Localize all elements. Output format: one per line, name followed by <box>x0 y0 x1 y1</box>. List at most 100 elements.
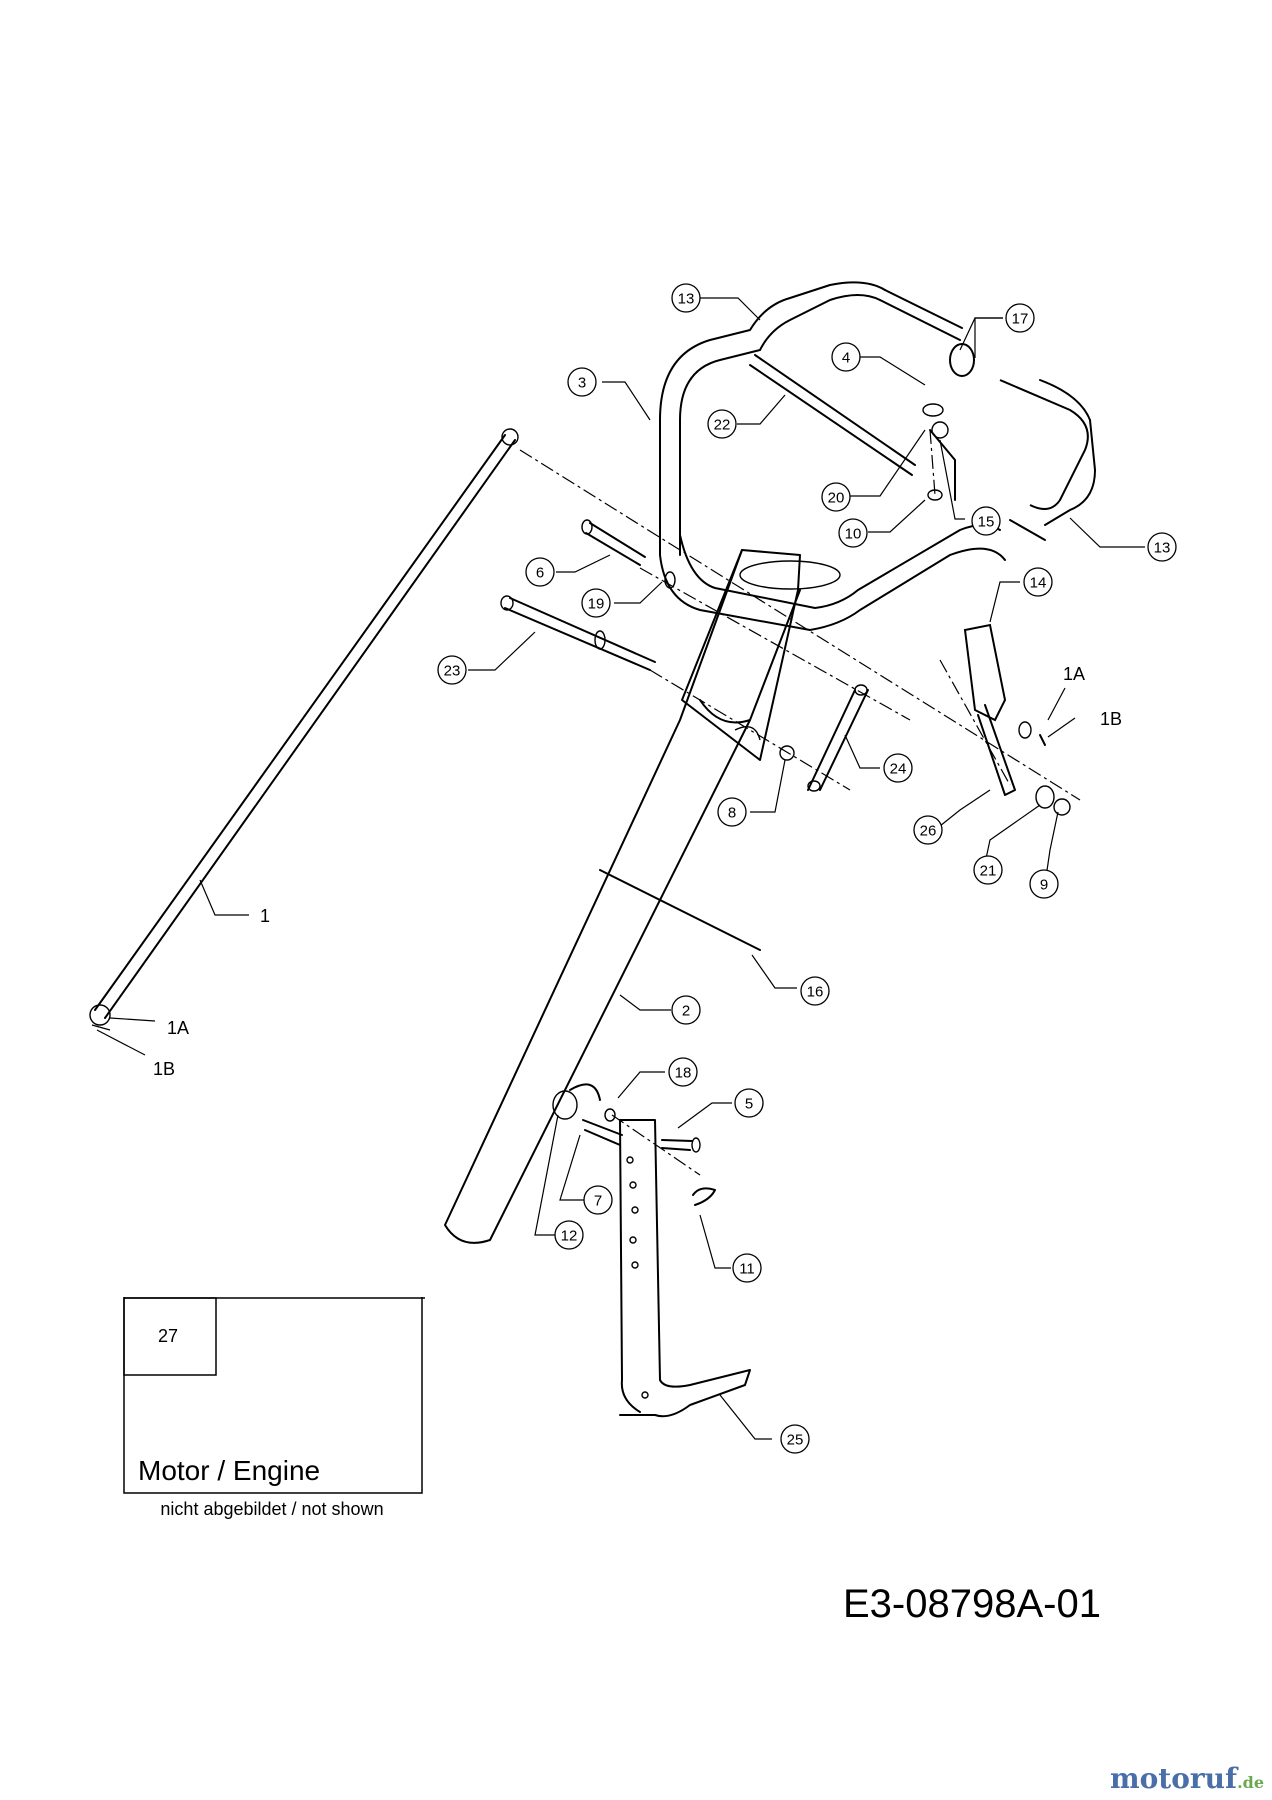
callout-number: 25 <box>787 1432 804 1449</box>
callout-5: 5 <box>734 1088 764 1118</box>
callout-21: 21 <box>973 855 1003 885</box>
plain-label-1a-left: 1A <box>167 1018 189 1038</box>
callout-circle <box>1029 869 1059 899</box>
callout-circle <box>437 655 467 685</box>
callout-number: 12 <box>561 1228 578 1245</box>
stand-part <box>552 1083 751 1418</box>
callout-circle <box>913 815 943 845</box>
brand-logo: motoruf.de <box>1110 1762 1264 1795</box>
callout-7: 7 <box>583 1185 613 1215</box>
shift-rod-part <box>89 428 519 1031</box>
brand-name: motoruf <box>1110 1762 1239 1795</box>
callout-circle <box>668 1057 698 1087</box>
callout-number: 7 <box>594 1193 602 1210</box>
note-title: Motor / Engine <box>138 1455 320 1486</box>
callout-circle <box>707 409 737 439</box>
callout-20: 20 <box>821 482 851 512</box>
callout-26: 26 <box>913 815 943 845</box>
brand-suffix: .de <box>1237 1773 1264 1792</box>
nut-9 <box>1053 798 1071 816</box>
callout-circle <box>1147 532 1177 562</box>
link-24 <box>807 684 869 792</box>
callout-circle <box>567 367 597 397</box>
callout-number: 22 <box>714 417 731 434</box>
callout-13b: 13 <box>1147 532 1177 562</box>
callout-number: 2 <box>682 1003 690 1020</box>
callout-16: 16 <box>800 976 830 1006</box>
callout-22: 22 <box>707 409 737 439</box>
pin-23 <box>500 595 656 671</box>
callout-number: 21 <box>980 863 997 880</box>
engine-note-box: 27 Motor / Engine nicht abgebildet / not… <box>123 1297 425 1519</box>
callout-circle <box>671 995 701 1025</box>
callout-6: 6 <box>525 557 555 587</box>
callout-12: 12 <box>554 1220 584 1250</box>
callout-number: 13 <box>678 291 695 308</box>
callout-10: 10 <box>838 518 868 548</box>
callout-number: 8 <box>728 805 736 822</box>
plain-label-1b-left: 1B <box>153 1059 175 1079</box>
callout-circle <box>821 482 851 512</box>
callout-23: 23 <box>437 655 467 685</box>
callout-17: 17 <box>1005 303 1035 333</box>
washer-19 <box>664 571 676 589</box>
callout-circle <box>1005 303 1035 333</box>
callout-number: 20 <box>828 490 845 507</box>
callout-number: 24 <box>890 761 907 778</box>
callout-number: 19 <box>588 596 605 613</box>
callout-number: 6 <box>536 565 544 582</box>
note-part-number: 27 <box>158 1326 178 1346</box>
lever-14 <box>963 623 1016 796</box>
callout-11: 11 <box>732 1253 762 1283</box>
callout-circle <box>971 506 1001 536</box>
callout-circle <box>525 557 555 587</box>
callout-number: 26 <box>920 823 937 840</box>
callout-19: 19 <box>581 588 611 618</box>
callout-circle <box>732 1253 762 1283</box>
drawing-code: E3-08798A-01 <box>843 1582 1101 1626</box>
washer-1a-right <box>1018 721 1032 739</box>
callout-3: 3 <box>567 367 597 397</box>
plain-label-1: 1 <box>260 906 270 926</box>
callout-circle <box>800 976 830 1006</box>
callout-15: 15 <box>971 506 1001 536</box>
callout-number: 18 <box>675 1065 692 1082</box>
callout-circle <box>671 283 701 313</box>
callout-24: 24 <box>883 753 913 783</box>
callout-number: 16 <box>807 984 824 1001</box>
callout-circle <box>583 1185 613 1215</box>
callout-number: 17 <box>1012 311 1029 328</box>
note-subtitle: nicht abgebildet / not shown <box>160 1499 383 1519</box>
cable-tie-part <box>599 869 761 951</box>
callout-25: 25 <box>780 1424 810 1454</box>
callout-4: 4 <box>831 342 861 372</box>
callout-circle <box>973 855 1003 885</box>
clip-1b-right <box>1039 734 1046 746</box>
bolt-6 <box>581 519 646 566</box>
washer-21 <box>1035 785 1055 809</box>
callout-number: 11 <box>739 1261 755 1278</box>
callout-circle <box>1023 567 1053 597</box>
callout-circle <box>883 753 913 783</box>
callout-number: 10 <box>845 526 862 543</box>
callout-circle <box>831 342 861 372</box>
plain-label-1a-right: 1A <box>1063 664 1085 684</box>
callout-number: 5 <box>745 1096 753 1113</box>
callout-number: 23 <box>444 663 461 680</box>
callout-number: 14 <box>1030 575 1047 592</box>
callout-8: 8 <box>717 797 747 827</box>
callout-number: 4 <box>842 350 850 367</box>
callout-circle <box>717 797 747 827</box>
callout-number: 3 <box>578 375 586 392</box>
callout-18: 18 <box>668 1057 698 1087</box>
callout-circle <box>581 588 611 618</box>
nut-8 <box>779 745 795 761</box>
handlebar-part <box>659 281 1096 631</box>
plain-label-1b-right: 1B <box>1100 709 1122 729</box>
callout-circle <box>838 518 868 548</box>
callout-number: 13 <box>1154 540 1171 557</box>
callout-14: 14 <box>1023 567 1053 597</box>
callout-circle <box>780 1424 810 1454</box>
callout-circle <box>554 1220 584 1250</box>
